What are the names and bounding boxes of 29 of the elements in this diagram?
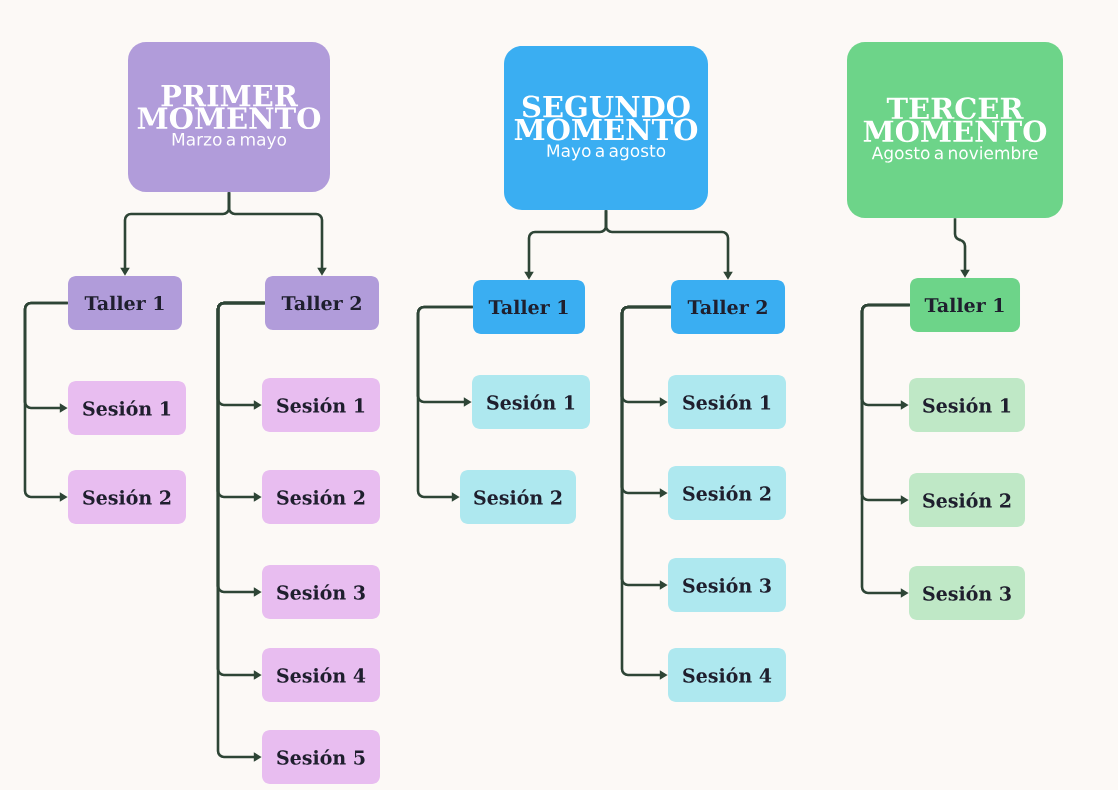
arrow	[23, 301, 68, 502]
session-box: Sesión 2	[909, 473, 1025, 527]
session-box: Sesión 2	[460, 470, 576, 524]
session-box: Sesión 4	[668, 648, 786, 702]
workshop-box: Taller 2	[265, 276, 379, 330]
workshop-box: Taller 1	[473, 280, 585, 334]
arrow	[860, 303, 910, 598]
session-box: Sesión 3	[262, 565, 380, 619]
session-box: Sesión 1	[68, 381, 186, 435]
arrow	[216, 301, 265, 762]
session-box: Sesión 5	[262, 730, 380, 784]
session-box: Sesión 1	[472, 375, 590, 429]
stage-box: PRIMER MOMENTO Marzo a mayo	[128, 42, 330, 192]
stage-box: TERCER MOMENTO Agosto a noviembre	[847, 42, 1063, 218]
session-box: Sesión 1	[262, 378, 380, 432]
session-box: Sesión 1	[668, 375, 786, 429]
session-box: Sesión 2	[668, 466, 786, 520]
session-box: Sesión 3	[909, 566, 1025, 620]
workshop-box: Taller 1	[910, 278, 1020, 332]
arrow	[620, 305, 671, 680]
workshop-box: Taller 1	[68, 276, 182, 330]
session-box: Sesión 4	[262, 648, 380, 702]
session-box: Sesión 3	[668, 558, 786, 612]
session-box: Sesión 2	[68, 470, 186, 524]
session-box: Sesión 1	[909, 378, 1025, 432]
session-box: Sesión 2	[262, 470, 380, 524]
stage-box: SEGUNDO MOMENTO Mayo a agosto	[504, 46, 708, 210]
arrow	[416, 305, 473, 502]
workshop-box: Taller 2	[671, 280, 785, 334]
